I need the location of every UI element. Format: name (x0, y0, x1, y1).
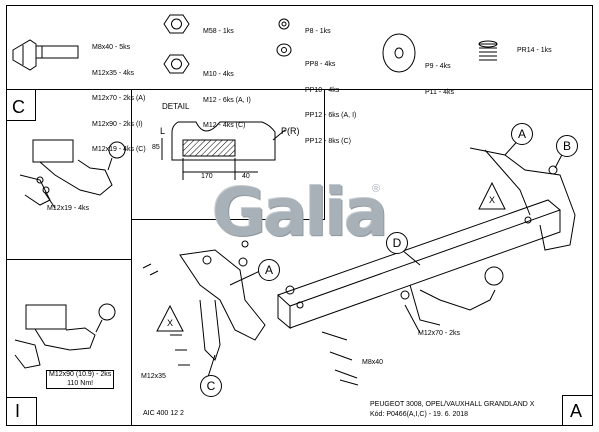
callout-d: D (386, 232, 408, 254)
detail-right-label: P(R) (281, 126, 300, 136)
panel-i-bolt-label: M12x90 (10.9) - 2ks 110 Nm! (46, 370, 115, 389)
washer-p9-list: P9 - 4ks P11 - 4ks (425, 46, 454, 114)
washer-pp-list: PP8 - 4ks PP10 - 4ks PP12 - 6ks (A, I) P… (305, 44, 356, 163)
bolt-item: M8x40 - 5ks (92, 44, 131, 51)
washer-item: PP12 - 6ks (A, I) (305, 112, 357, 119)
washer-item: P9 - 4ks (425, 63, 451, 70)
washer-item: PP10 - 4ks (305, 86, 340, 94)
washer-p8-label: P8 - 1ks (305, 28, 331, 35)
nut-item: M12 - 6ks (A, I) (203, 96, 251, 104)
washer-item: PP8 - 4ks (305, 61, 336, 68)
bolt-item: M12x90 - 2ks (I) (92, 120, 143, 128)
vehicle-name: PEUGEOT 3008, OPEL/VAUXHALL GRANDLAND X (370, 401, 535, 408)
callout-c: C (200, 375, 222, 397)
panel-c-label: C (12, 97, 25, 117)
detail-title: DETAIL (162, 102, 190, 111)
callout-a-left: A (258, 259, 280, 281)
washer-item: P11 - 4ks (425, 88, 455, 96)
drawing-code: AIC 400 12 2 (143, 410, 184, 417)
callout-a-right: A (511, 123, 533, 145)
nut-m8-label: M58 - 1ks (203, 28, 234, 35)
washer-item: PP12 - 8ks (C) (305, 137, 351, 145)
panel-i-label: I (15, 401, 21, 421)
panel-c-bolt-label: M12x19 - 4ks (47, 205, 90, 212)
bolt-item: M12x35 - 4ks (92, 69, 135, 77)
detail-width-dim: 170 (201, 173, 213, 180)
callout-b: B (556, 135, 578, 157)
detail-height-dim: 85 (152, 144, 160, 151)
bolt-list: M8x40 - 5ks M12x35 - 4ks M12x70 - 2ks (A… (92, 27, 146, 172)
detail-left-label: L (160, 126, 166, 136)
registered-mark: ® (372, 183, 381, 195)
kod-line: Kód: P0466(A,I,C) - 19. 6. 2018 (370, 411, 469, 418)
nut-m10-12-list: M10 - 4ks M12 - 6ks (A, I) M12 - 4ks (C) (203, 54, 251, 148)
bolt-m12x70-label: M12x70 - 2ks (418, 330, 461, 337)
bolt-m12x35-label: M12x35 (141, 373, 166, 380)
spring-label: PR14 - 1ks (517, 47, 552, 54)
triangle-x-right: X (489, 195, 496, 205)
triangle-x-left: X (167, 318, 174, 328)
bolt-m8x40-label: M8x40 (362, 359, 384, 366)
nut-item: M12 - 4ks (C) (203, 122, 246, 129)
galia-logo: Galia (212, 174, 388, 251)
detail-edge-dim: 40 (242, 173, 250, 180)
bolt-item: M12x70 - 2ks (A) (92, 95, 146, 102)
variant-label: A (570, 401, 583, 421)
bolt-item: M12x19 - 4ks (C) (92, 146, 146, 153)
nut-item: M10 - 4ks (203, 71, 234, 78)
